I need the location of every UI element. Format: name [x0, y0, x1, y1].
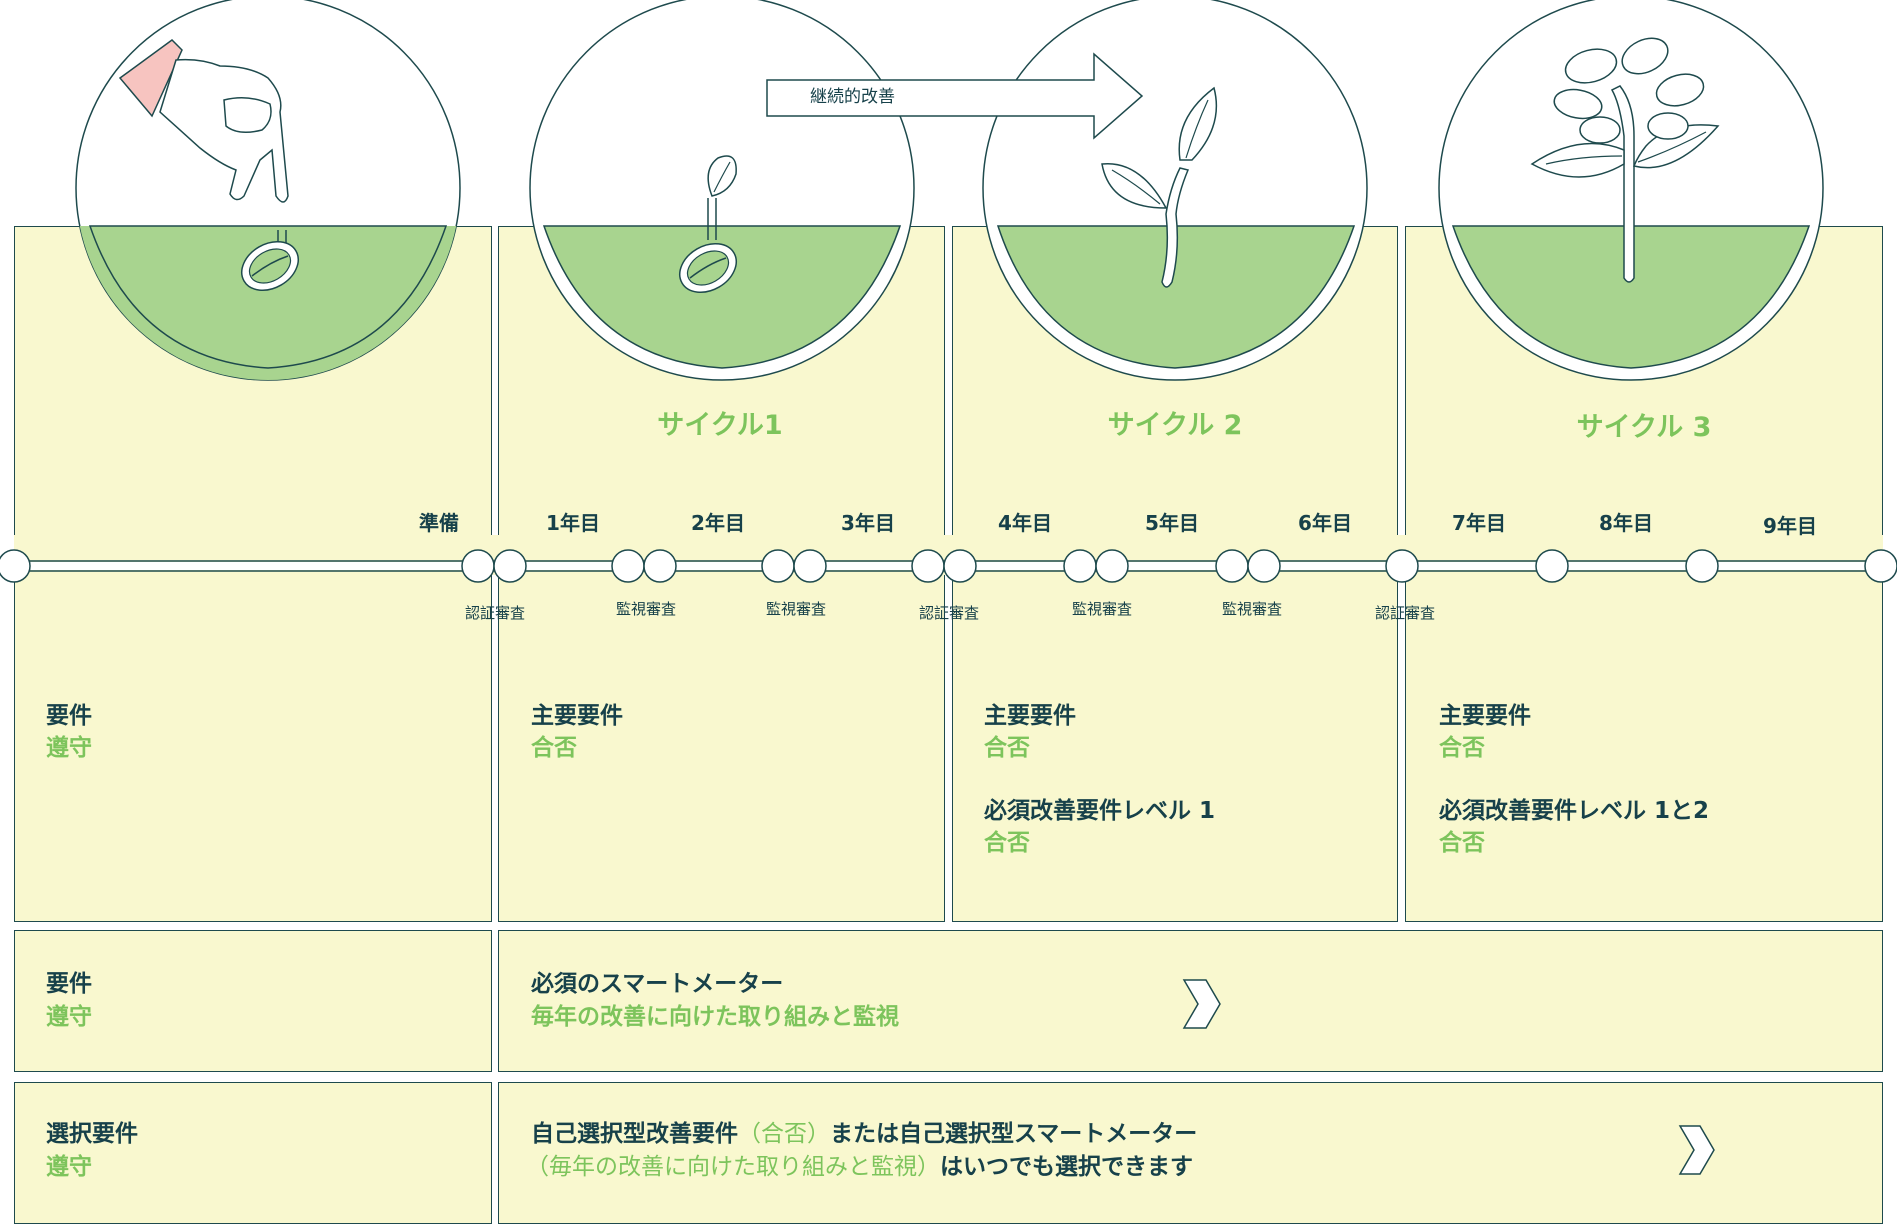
year-label: 8年目	[1599, 511, 1653, 535]
year-label: 2年目	[691, 511, 745, 535]
timeline	[0, 549, 1897, 583]
year-label: 1年目	[546, 511, 600, 535]
cycle3-requirement-label: 主要要件	[1439, 703, 1531, 729]
chevron-right-icon	[1678, 1125, 1715, 1175]
row2-main-label: 必須のスマートメーター	[531, 971, 784, 997]
row2-left-panel	[14, 930, 492, 1072]
audit-label: 監視審査	[1221, 600, 1282, 618]
audit-label: 認証審査	[464, 604, 525, 622]
audit-label: 監視審査	[1071, 600, 1132, 618]
prep-illustration	[75, 0, 461, 381]
arrow-label: 継続的改善	[810, 87, 895, 107]
row3-main-panel	[498, 1082, 1883, 1224]
year-label: 準備	[419, 511, 459, 535]
chevron-right-icon	[1182, 979, 1221, 1029]
cycle-title: サイクル1	[657, 410, 783, 441]
year-label: 6年目	[1298, 511, 1352, 535]
row2-main-value: 毎年の改善に向けた取り組みと監視	[531, 1004, 899, 1030]
audit-label: 監視審査	[765, 600, 826, 618]
row3-line1-green: （合否）	[738, 1121, 830, 1147]
cycle2-requirement-label: 主要要件	[984, 703, 1076, 729]
cycle1-illustration	[529, 0, 915, 381]
row2-left-value: 遵守	[46, 1004, 92, 1030]
cycle-title: サイクル 3	[1576, 412, 1712, 443]
year-label: 3年目	[841, 511, 895, 535]
row3-left-label: 選択要件	[46, 1121, 138, 1147]
cycle2-improvement-label: 必須改善要件レベル 1	[984, 798, 1216, 824]
cycle2-improvement-value: 合否	[984, 830, 1030, 856]
row2-left-label: 要件	[46, 971, 92, 997]
audit-label: 認証審査	[1374, 604, 1435, 622]
cycle1-requirement-value: 合否	[531, 735, 577, 761]
row3-line2-dark: はいつでも選択できます	[940, 1154, 1193, 1180]
cycle-title: サイクル 2	[1107, 410, 1243, 441]
cycle3-improvement-label: 必須改善要件レベル 1と2	[1439, 798, 1710, 824]
prep-requirement-label: 要件	[46, 703, 92, 729]
cycle3-improvement-value: 合否	[1439, 830, 1485, 856]
audit-label: 監視審査	[615, 600, 676, 618]
row3-line2-green: （毎年の改善に向けた取り組みと監視）	[526, 1154, 940, 1180]
prep-requirement-value: 遵守	[46, 735, 92, 761]
cycle3-requirement-value: 合否	[1439, 735, 1485, 761]
continuous-improvement-arrow	[766, 52, 1144, 140]
audit-label: 認証審査	[918, 604, 979, 622]
year-label: 7年目	[1452, 511, 1506, 535]
year-label: 9年目	[1763, 514, 1817, 538]
cycle3-illustration	[1438, 0, 1824, 381]
row3-left-panel	[14, 1082, 492, 1224]
row2-main-panel	[498, 930, 1883, 1072]
row3-main-line2: （毎年の改善に向けた取り組みと監視）はいつでも選択できます	[526, 1147, 1193, 1181]
year-label: 4年目	[998, 511, 1052, 535]
year-label: 5年目	[1145, 511, 1199, 535]
cycle1-requirement-label: 主要要件	[531, 703, 623, 729]
row3-left-value: 遵守	[46, 1154, 92, 1180]
cycle2-illustration	[982, 0, 1368, 381]
row3-line1-dark2: または自己選択型スマートメーター	[830, 1121, 1198, 1147]
cycle2-requirement-value: 合否	[984, 735, 1030, 761]
row3-line1-dark: 自己選択型改善要件	[531, 1121, 738, 1147]
row3-main-line1: 自己選択型改善要件（合否）または自己選択型スマートメーター	[531, 1114, 1197, 1148]
